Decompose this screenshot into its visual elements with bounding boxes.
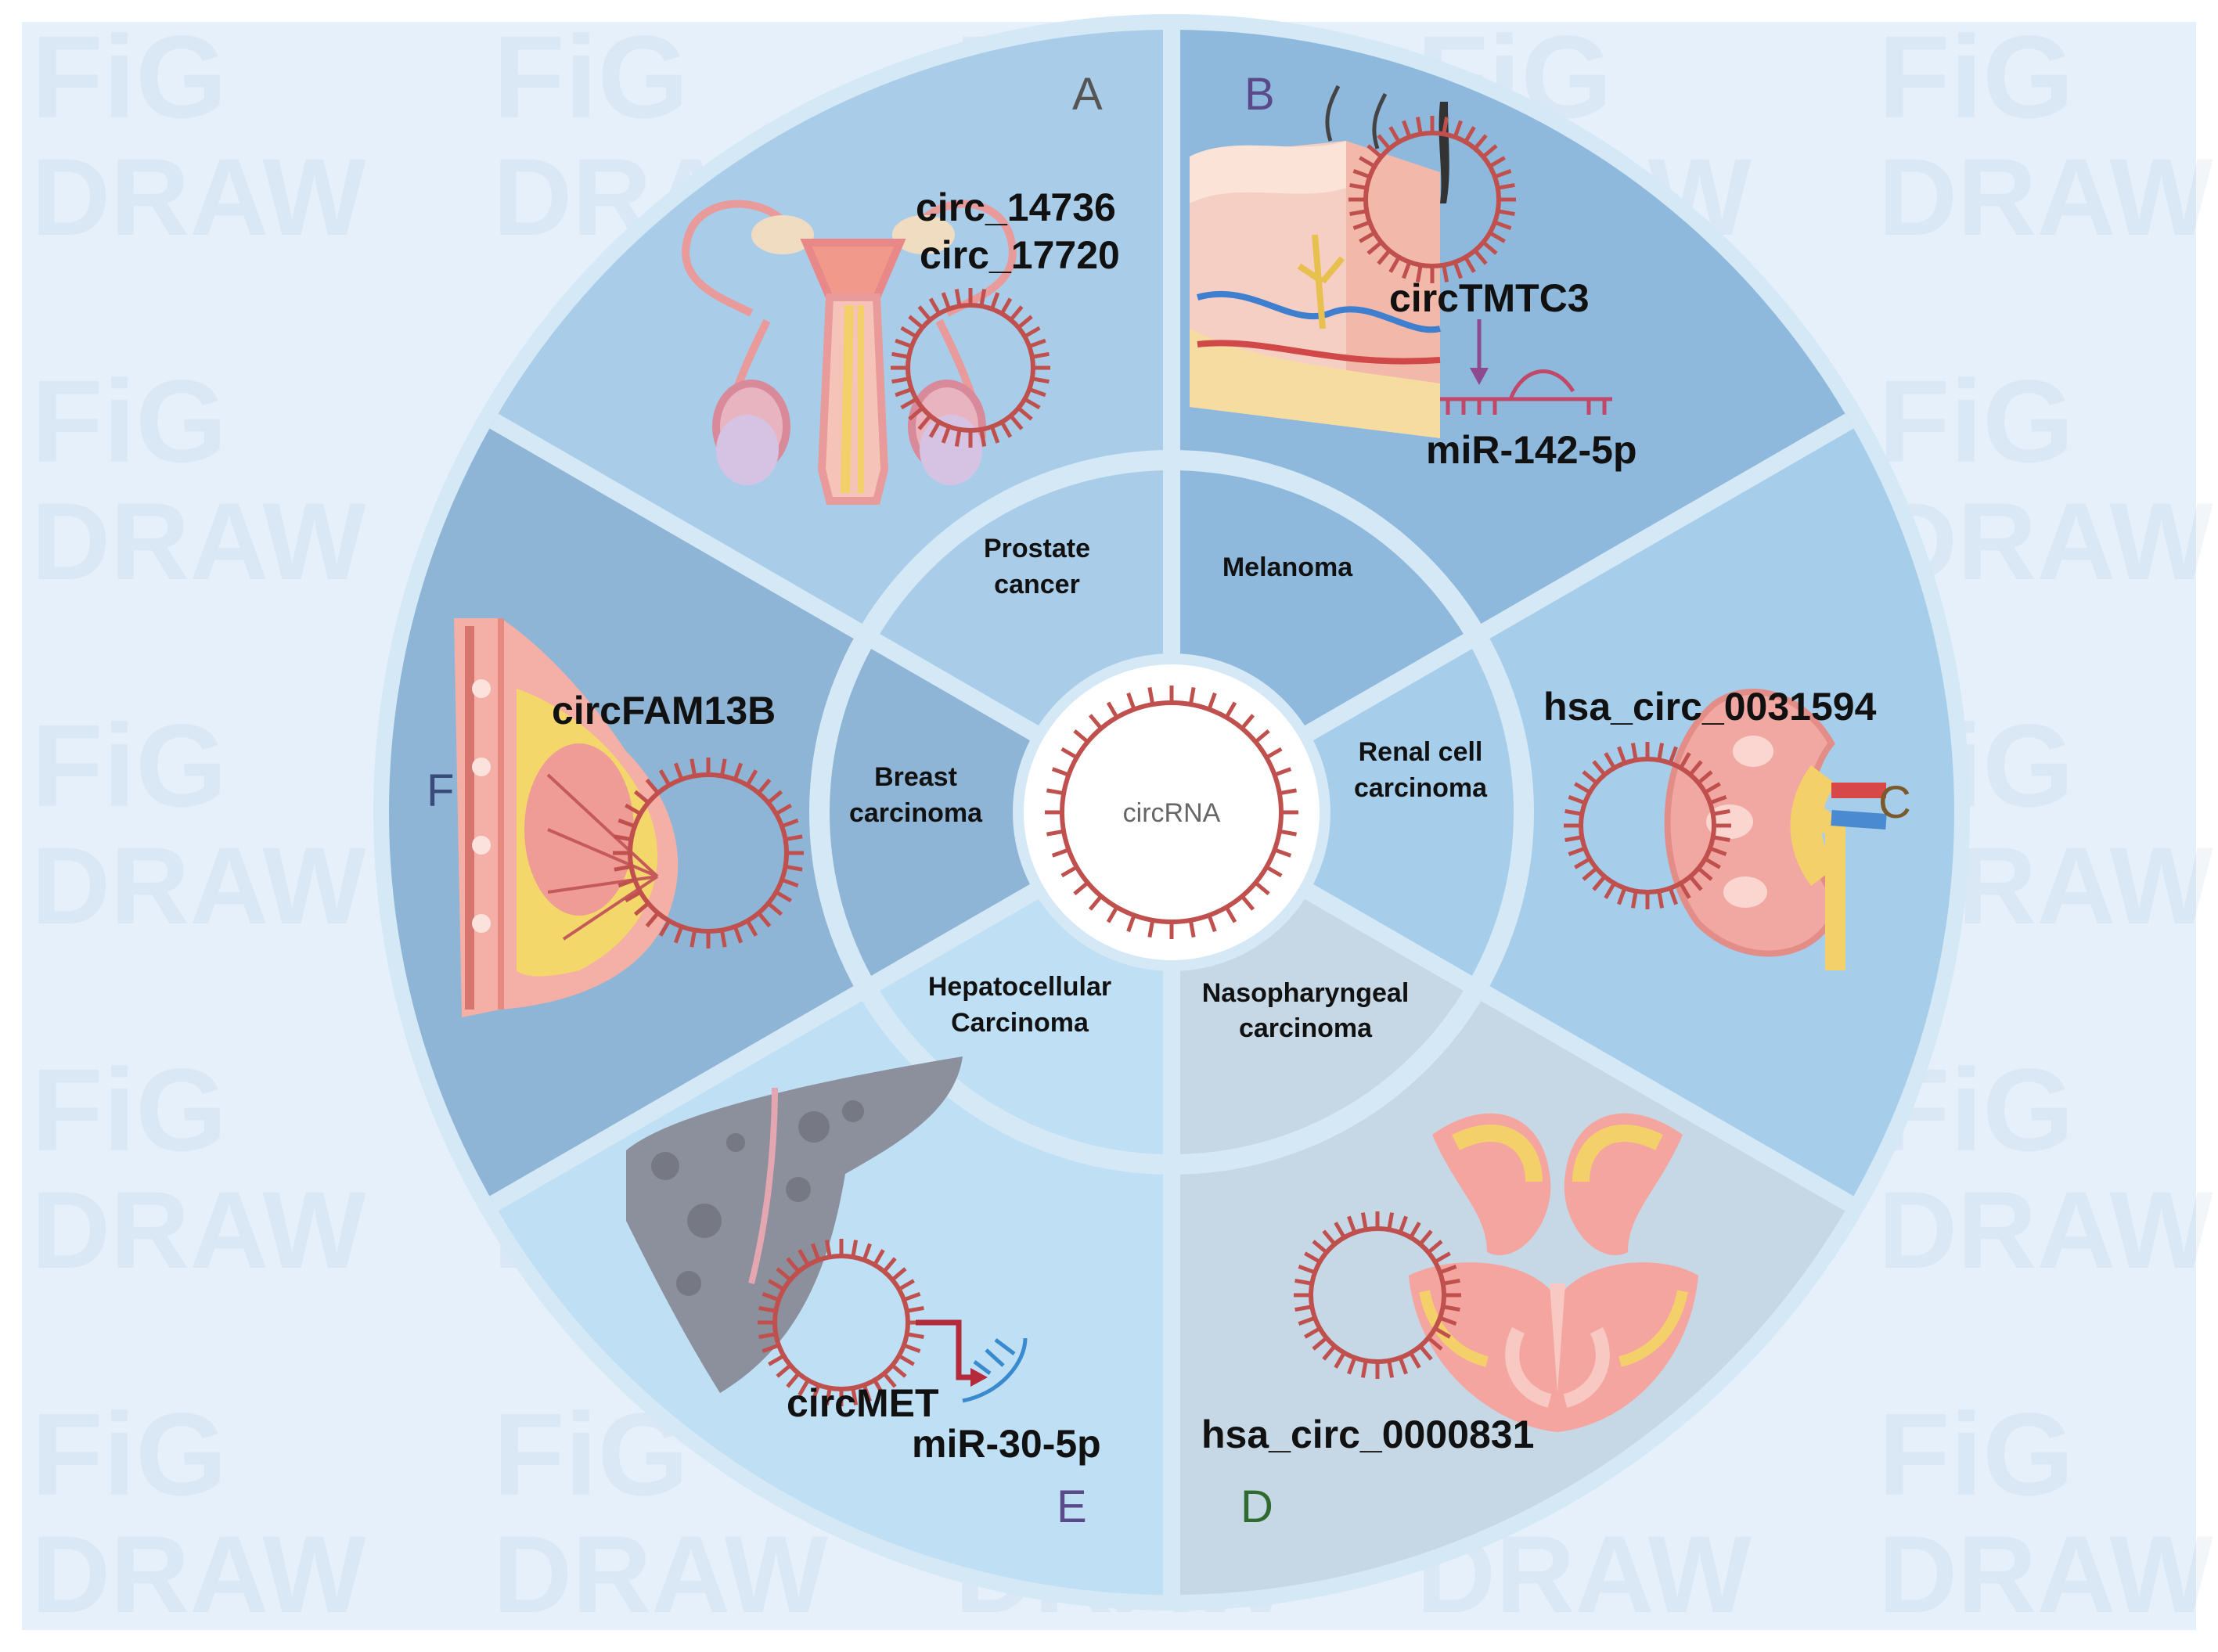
watermark-text: FiG <box>1878 1388 2074 1520</box>
gene-label-d1: hsa_circ_0000831 <box>1201 1413 1534 1456</box>
disease-label-d2: carcinoma <box>1239 1013 1373 1043</box>
watermark-text: DRAW <box>31 480 366 603</box>
mirna-label-e: miR-30-5p <box>912 1422 1101 1466</box>
watermark-text: DRAW <box>1878 135 2213 258</box>
gene-label-a1: circ_14736 <box>916 185 1116 229</box>
mirna-binding-arrow-e <box>916 1319 988 1387</box>
center-disc-edge <box>1013 653 1330 971</box>
sector-letter-f: F <box>427 765 454 816</box>
watermark-text: DRAW <box>31 824 366 947</box>
watermark-text: FiG <box>1878 355 2074 487</box>
inner-ring <box>809 450 1534 1175</box>
sector-letter-d: D <box>1240 1481 1273 1532</box>
watermark-text: FiG <box>31 700 227 831</box>
disease-label-e1: Hepatocellular <box>928 972 1111 1002</box>
breast-organ <box>454 618 679 1017</box>
disease-label-f1: Breast <box>874 762 957 792</box>
watermark-text: DRAW <box>1878 1513 2213 1636</box>
center-label: circRNA <box>1123 798 1221 828</box>
circrna-icon-f <box>613 758 804 948</box>
disease-label-c2: carcinoma <box>1354 773 1488 803</box>
watermark-text: DRAW <box>31 1513 366 1636</box>
disease-label-a1: Prostate <box>984 534 1090 563</box>
sector-letter-c: C <box>1878 777 1911 828</box>
mirna-label-b: miR-142-5p <box>1426 428 1637 472</box>
gene-label-c1: hsa_circ_0031594 <box>1543 685 1877 729</box>
watermark-text: DRAW <box>31 1168 366 1291</box>
kidney-organ <box>1664 689 1887 970</box>
gene-label-b1: circTMTC3 <box>1389 276 1590 320</box>
circrna-icon-c <box>1564 742 1731 909</box>
circrna-ring-layer <box>613 116 1731 1406</box>
watermark-text: FiG <box>1878 11 2074 142</box>
disease-label-e2: Carcinoma <box>951 1008 1089 1038</box>
circrna-icon-a <box>891 288 1050 448</box>
center-disc <box>1023 664 1320 961</box>
center-circrna-ring <box>1045 686 1298 939</box>
disease-label-c1: Renal cell <box>1359 737 1483 767</box>
gene-label-f1: circFAM13B <box>552 689 776 732</box>
watermark-text: FiG <box>31 355 227 487</box>
disease-label-a2: cancer <box>994 570 1080 599</box>
watermark-text: FiG <box>493 11 689 142</box>
center-circrna-icon <box>1045 686 1298 939</box>
disease-label-f2: carcinoma <box>849 798 983 828</box>
mirna-icon-e <box>962 1337 1028 1403</box>
mirna-icon-b <box>1440 369 1612 415</box>
watermark-text: FiG <box>31 1044 227 1175</box>
sector-letter-a: A <box>1072 69 1103 120</box>
gene-label-a2: circ_17720 <box>920 233 1120 277</box>
watermark-text: DRAW <box>1878 1168 2213 1291</box>
watermark-text: DRAW <box>493 1513 828 1636</box>
disease-label-b1: Melanoma <box>1222 552 1353 582</box>
sinus-organ <box>1409 1113 1698 1432</box>
watermark-text: FiG <box>31 1388 227 1520</box>
watermark-text: DRAW <box>31 135 366 258</box>
disease-label-d1: Nasopharyngeal <box>1202 978 1410 1008</box>
liver-organ <box>626 1056 963 1393</box>
circrna-icon-b <box>1348 116 1516 283</box>
sector-letter-b: B <box>1244 69 1275 120</box>
gene-label-e1: circMET <box>787 1381 939 1425</box>
mirna-inhibition-arrow-b <box>1470 319 1489 385</box>
sector-letter-e: E <box>1057 1481 1087 1532</box>
circrna-icon-d <box>1294 1211 1461 1379</box>
sector-c <box>1172 421 1954 1204</box>
watermark-text: FiG <box>31 11 227 142</box>
